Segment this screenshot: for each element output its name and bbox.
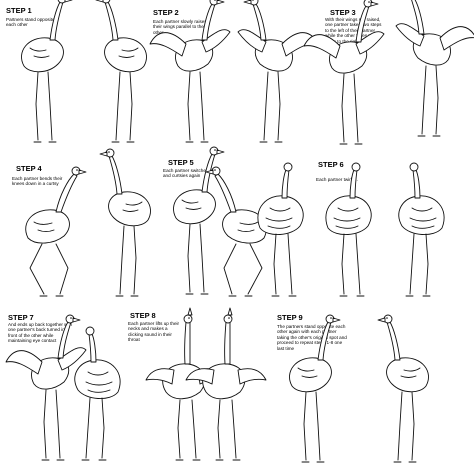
step-3-title: STEP 3 (330, 8, 356, 17)
step-8-illustration (145, 307, 267, 461)
step-1-illustration (20, 0, 148, 143)
step-4-illustration (25, 148, 152, 297)
ostrich-figure (325, 162, 372, 297)
ostrich-figure (5, 314, 87, 461)
step-5-illustration (172, 146, 267, 297)
step-5-title: STEP 5 (168, 158, 194, 167)
ostrich-figure (377, 314, 430, 463)
step-9-title: STEP 9 (277, 313, 303, 322)
ostrich-figure (99, 148, 152, 297)
ostrich-figure (74, 326, 121, 461)
step-7-illustration (5, 314, 121, 461)
step-7-title: STEP 7 (8, 313, 34, 322)
ostrich-figure (25, 166, 87, 297)
ostrich-figure (303, 0, 385, 145)
ostrich-figure (288, 314, 341, 463)
step-6-title: STEP 6 (318, 160, 344, 169)
ostrich-figure (257, 162, 304, 297)
step-9-illustration (288, 314, 430, 463)
step-3-illustration (303, 0, 474, 145)
step-4-description: Each partner bends their knees down in a… (12, 176, 63, 187)
step-4-title: STEP 4 (16, 164, 42, 173)
ostrich-figure (237, 0, 319, 143)
step-2-title: STEP 2 (153, 8, 179, 17)
step-8-title: STEP 8 (130, 311, 156, 320)
ostrich-figure (205, 166, 267, 297)
step-6-description: Each partner twirls... (316, 177, 358, 182)
ostrich-figure (395, 0, 474, 137)
step-2-description: Each partner slowly raises their wings p… (153, 19, 207, 35)
ostrich-figure (398, 162, 445, 297)
ostrich-figure (95, 0, 148, 143)
step-1-title: STEP 1 (6, 6, 32, 15)
step-6-illustration (257, 162, 445, 297)
step-1-description: Partners stand opposite each other (6, 17, 55, 28)
step-8-description: Each partner lifts up their necks and ma… (128, 321, 180, 343)
ostrich-figure (20, 0, 73, 143)
step-2-illustration (149, 0, 319, 143)
ostrich-figure (149, 0, 231, 143)
step-7-description: And ends up back together with one partn… (8, 322, 72, 344)
